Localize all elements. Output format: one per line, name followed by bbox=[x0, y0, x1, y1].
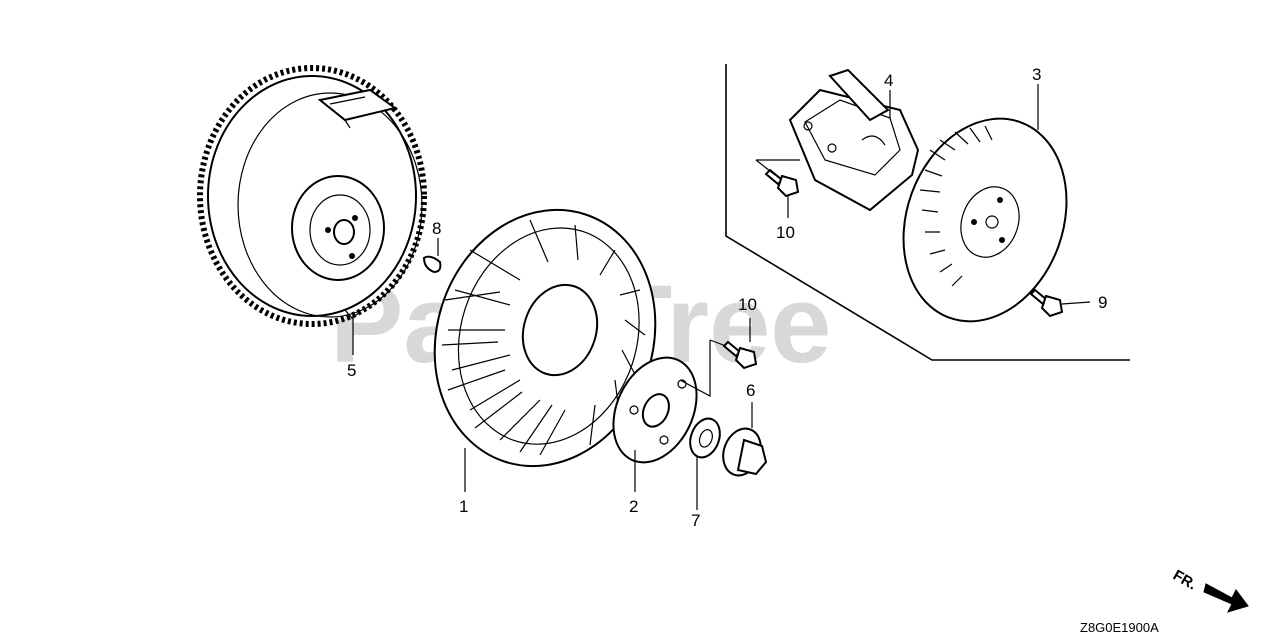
flange-bolt-part-9[interactable] bbox=[1029, 288, 1064, 318]
flange-nut-part-6[interactable] bbox=[717, 423, 768, 480]
cooling-fan-part-1[interactable] bbox=[402, 181, 688, 495]
callout-10-upper[interactable]: 10 bbox=[776, 223, 795, 242]
flywheel-part-5[interactable] bbox=[197, 65, 427, 327]
leader-lines bbox=[352, 84, 1091, 510]
diagram-code: Z8G0E1900A bbox=[1080, 620, 1159, 635]
callout-9[interactable]: 9 bbox=[1098, 293, 1107, 312]
front-direction-arrow: FR. bbox=[1170, 567, 1249, 613]
flange-bolt-part-10-lower[interactable] bbox=[722, 340, 758, 370]
starter-pulley-part-4[interactable] bbox=[788, 68, 920, 212]
woodruff-key-part-8[interactable] bbox=[422, 255, 442, 274]
callout-3[interactable]: 3 bbox=[1032, 65, 1041, 84]
callout-10-lower[interactable]: 10 bbox=[738, 295, 757, 314]
callout-1[interactable]: 1 bbox=[459, 497, 468, 516]
washer-part-7[interactable] bbox=[685, 414, 725, 461]
pulley-disc-part-3[interactable] bbox=[876, 96, 1094, 345]
callout-7[interactable]: 7 bbox=[691, 511, 700, 530]
alternate-parts-bracket bbox=[725, 64, 1130, 361]
direction-label: FR. bbox=[1170, 567, 1199, 594]
callout-2[interactable]: 2 bbox=[629, 497, 638, 516]
callout-8[interactable]: 8 bbox=[432, 219, 441, 238]
flange-bolt-part-10-upper[interactable] bbox=[764, 168, 800, 198]
fan-plate-part-2[interactable] bbox=[597, 344, 712, 476]
callout-6[interactable]: 6 bbox=[746, 381, 755, 400]
callout-5[interactable]: 5 bbox=[347, 361, 356, 380]
callout-4[interactable]: 4 bbox=[884, 71, 893, 90]
